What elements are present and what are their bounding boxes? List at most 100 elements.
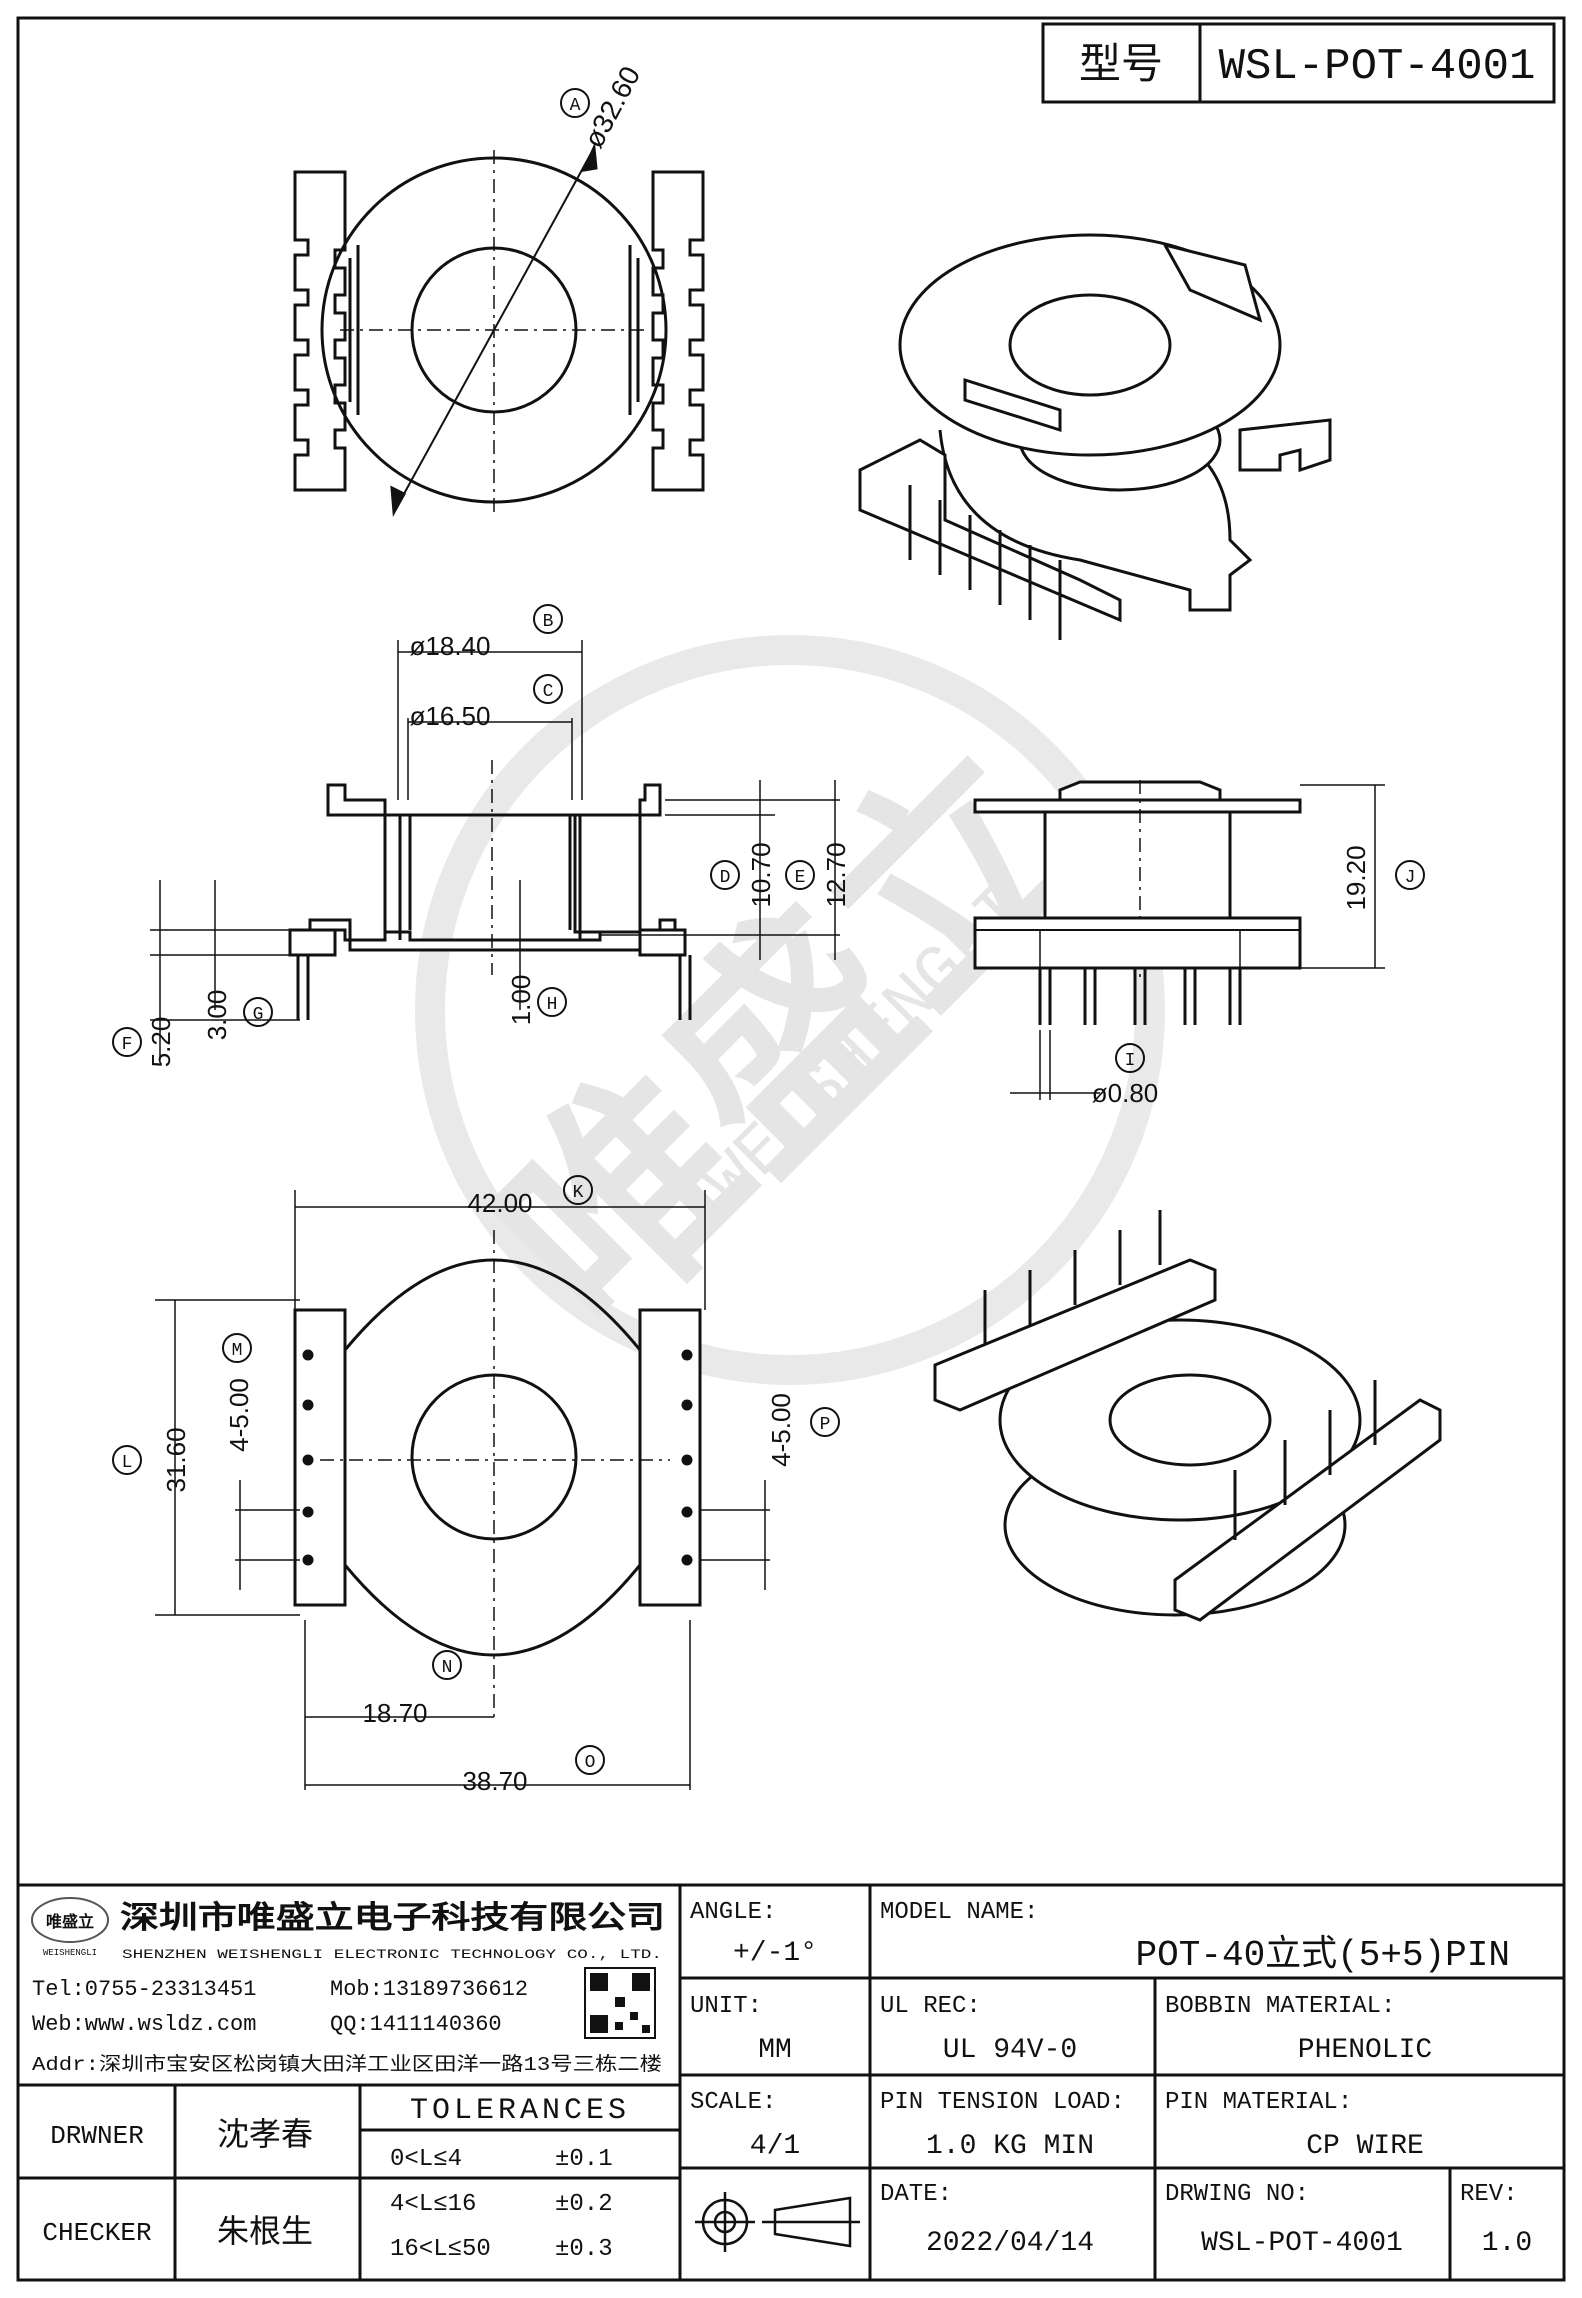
dim-l-letter: L	[122, 1453, 133, 1473]
dim-c-value: ø16.50	[410, 701, 491, 731]
bobbin-label: BOBBIN MATERIAL:	[1165, 1993, 1395, 2020]
iso-view-bottom	[933, 1210, 1442, 1622]
dim-b-letter: B	[543, 612, 554, 632]
model-value: POT-40立式(5+5)PIN	[1136, 1933, 1510, 1976]
qr-code-icon	[584, 1967, 656, 2039]
dim-m-value: 4-5.00	[224, 1378, 254, 1452]
dim-a-letter: A	[570, 96, 581, 116]
dim-m: M 4-5.00	[222, 1333, 254, 1452]
dim-i-value: ø0.80	[1092, 1078, 1159, 1108]
tol-value-2: ±0.2	[555, 2191, 613, 2218]
angle-label: ANGLE:	[690, 1899, 776, 1926]
company-block: 唯盛立 WEISHENGLI 深圳市唯盛立电子科技有限公司 SHENZHEN W…	[31, 1897, 665, 2076]
company-logo-sub: WEISHENGLI	[43, 1948, 97, 1958]
dim-g-value: 3.00	[202, 990, 232, 1041]
model-label: MODEL NAME:	[880, 1899, 1038, 1926]
dim-h-letter: H	[547, 995, 558, 1015]
dim-e-letter: E	[795, 868, 806, 888]
company-addr: Addr:深圳市宝安区松岗镇大田洋工业区田洋一路13号三栋二楼	[32, 2053, 662, 2076]
checker-label: CHECKER	[42, 2218, 151, 2248]
angle-value: +/-1°	[733, 1938, 817, 1969]
dim-k-value: 42.00	[467, 1188, 532, 1218]
unit-value: MM	[758, 2035, 792, 2066]
pin-material-value: CP WIRE	[1306, 2131, 1424, 2162]
dim-o: O 38.70	[462, 1745, 605, 1796]
drawing-no-value: WSL-POT-4001	[1201, 2228, 1403, 2259]
dim-n-value: 18.70	[362, 1698, 427, 1728]
top-view	[293, 142, 705, 518]
dim-k: 42.00 K	[467, 1175, 593, 1218]
tol-value-3: ±0.3	[555, 2236, 613, 2263]
dim-j: 19.20 J	[1341, 845, 1425, 911]
part-number-value: WSL-POT-4001	[1219, 42, 1536, 92]
rev-value: 1.0	[1482, 2228, 1532, 2259]
dim-d-letter: D	[720, 868, 731, 888]
dim-g-letter: G	[253, 1005, 264, 1025]
company-web: Web:www.wsldz.com	[32, 2012, 256, 2037]
date-label: DATE:	[880, 2181, 952, 2208]
watermark: 唯盛立 WEISHENGLI	[415, 635, 1165, 1388]
company-mob: Mob:13189736612	[330, 1977, 528, 2002]
dim-p: 4-5.00 P	[766, 1393, 840, 1467]
dim-c: ø16.50 C	[410, 674, 563, 731]
date-value: 2022/04/14	[926, 2228, 1094, 2259]
dim-c-letter: C	[543, 682, 554, 702]
company-name-cn: 深圳市唯盛立电子科技有限公司	[120, 1900, 665, 1938]
dim-h: 1.00 H	[506, 975, 567, 1026]
dim-o-letter: O	[585, 1753, 596, 1773]
drawer-label: DRWNER	[50, 2121, 144, 2151]
bottom-view	[155, 1190, 770, 1790]
dim-n-letter: N	[442, 1658, 453, 1678]
dim-p-value: 4-5.00	[766, 1393, 796, 1467]
pin-material-label: PIN MATERIAL:	[1165, 2089, 1352, 2116]
dim-e: 12.70 E	[785, 842, 851, 908]
ul-value: UL 94V-0	[943, 2035, 1077, 2066]
company-qq: QQ:1411140360	[330, 2012, 502, 2037]
dim-m-letter: M	[232, 1341, 243, 1361]
part-number-box: 型号 WSL-POT-4001	[1041, 22, 1556, 104]
dim-k-letter: K	[573, 1183, 584, 1203]
dim-h-value: 1.00	[506, 975, 536, 1026]
scale-value: 4/1	[750, 2131, 800, 2162]
dim-d-value: 10.70	[746, 842, 776, 907]
dim-l-value: 31.60	[161, 1427, 191, 1492]
dim-b: ø18.40 B	[410, 604, 563, 661]
dim-j-value: 19.20	[1341, 845, 1371, 910]
dim-e-value: 12.70	[821, 842, 851, 907]
tolerances-title: TOLERANCES	[410, 2094, 630, 2128]
company-logo-icon	[31, 1897, 109, 1943]
tension-value: 1.0 KG MIN	[926, 2131, 1094, 2162]
tol-range-1: 0<L≤4	[390, 2146, 462, 2173]
checker-name: 朱根生	[217, 2214, 313, 2252]
sheet-border	[16, 16, 1566, 2282]
spec-block: ANGLE: +/-1° MODEL NAME: POT-40立式(5+5)PI…	[690, 1899, 1532, 2259]
dim-j-letter: J	[1405, 868, 1416, 888]
bobbin-value: PHENOLIC	[1298, 2035, 1432, 2066]
unit-label: UNIT:	[690, 1993, 762, 2020]
dim-i: I ø0.80	[1092, 1043, 1159, 1108]
dim-f-letter: F	[122, 1035, 133, 1055]
dim-l: 31.60 L	[112, 1427, 191, 1493]
company-logo-text: 唯盛立	[46, 1912, 94, 1932]
part-number-label: 型号	[1079, 42, 1163, 91]
dim-b-value: ø18.40	[410, 631, 491, 661]
tol-range-3: 16<L≤50	[390, 2236, 491, 2263]
dim-o-value: 38.70	[462, 1766, 527, 1796]
iso-view-top	[858, 233, 1332, 640]
dim-a: A ø32.60	[560, 61, 646, 153]
approval-block: DRWNER 沈孝春 CHECKER 朱根生 TOLERANCES 0<L≤4 …	[42, 2094, 630, 2263]
side-view	[973, 780, 1385, 1100]
dim-g: 3.00 G	[202, 990, 273, 1041]
dim-f: 5.20 F	[112, 1017, 176, 1068]
drawing-no-label: DRWING NO:	[1165, 2181, 1309, 2208]
title-block	[18, 1883, 1564, 2280]
dim-p-letter: P	[820, 1415, 831, 1435]
dim-f-value: 5.20	[146, 1017, 176, 1068]
dim-i-letter: I	[1125, 1051, 1136, 1071]
company-name-en: SHENZHEN WEISHENGLI ELECTRONIC TECHNOLOG…	[122, 1947, 662, 1962]
ul-label: UL REC:	[880, 1993, 981, 2020]
tol-range-2: 4<L≤16	[390, 2191, 476, 2218]
rev-label: REV:	[1460, 2181, 1518, 2208]
tol-value-1: ±0.1	[555, 2146, 613, 2173]
